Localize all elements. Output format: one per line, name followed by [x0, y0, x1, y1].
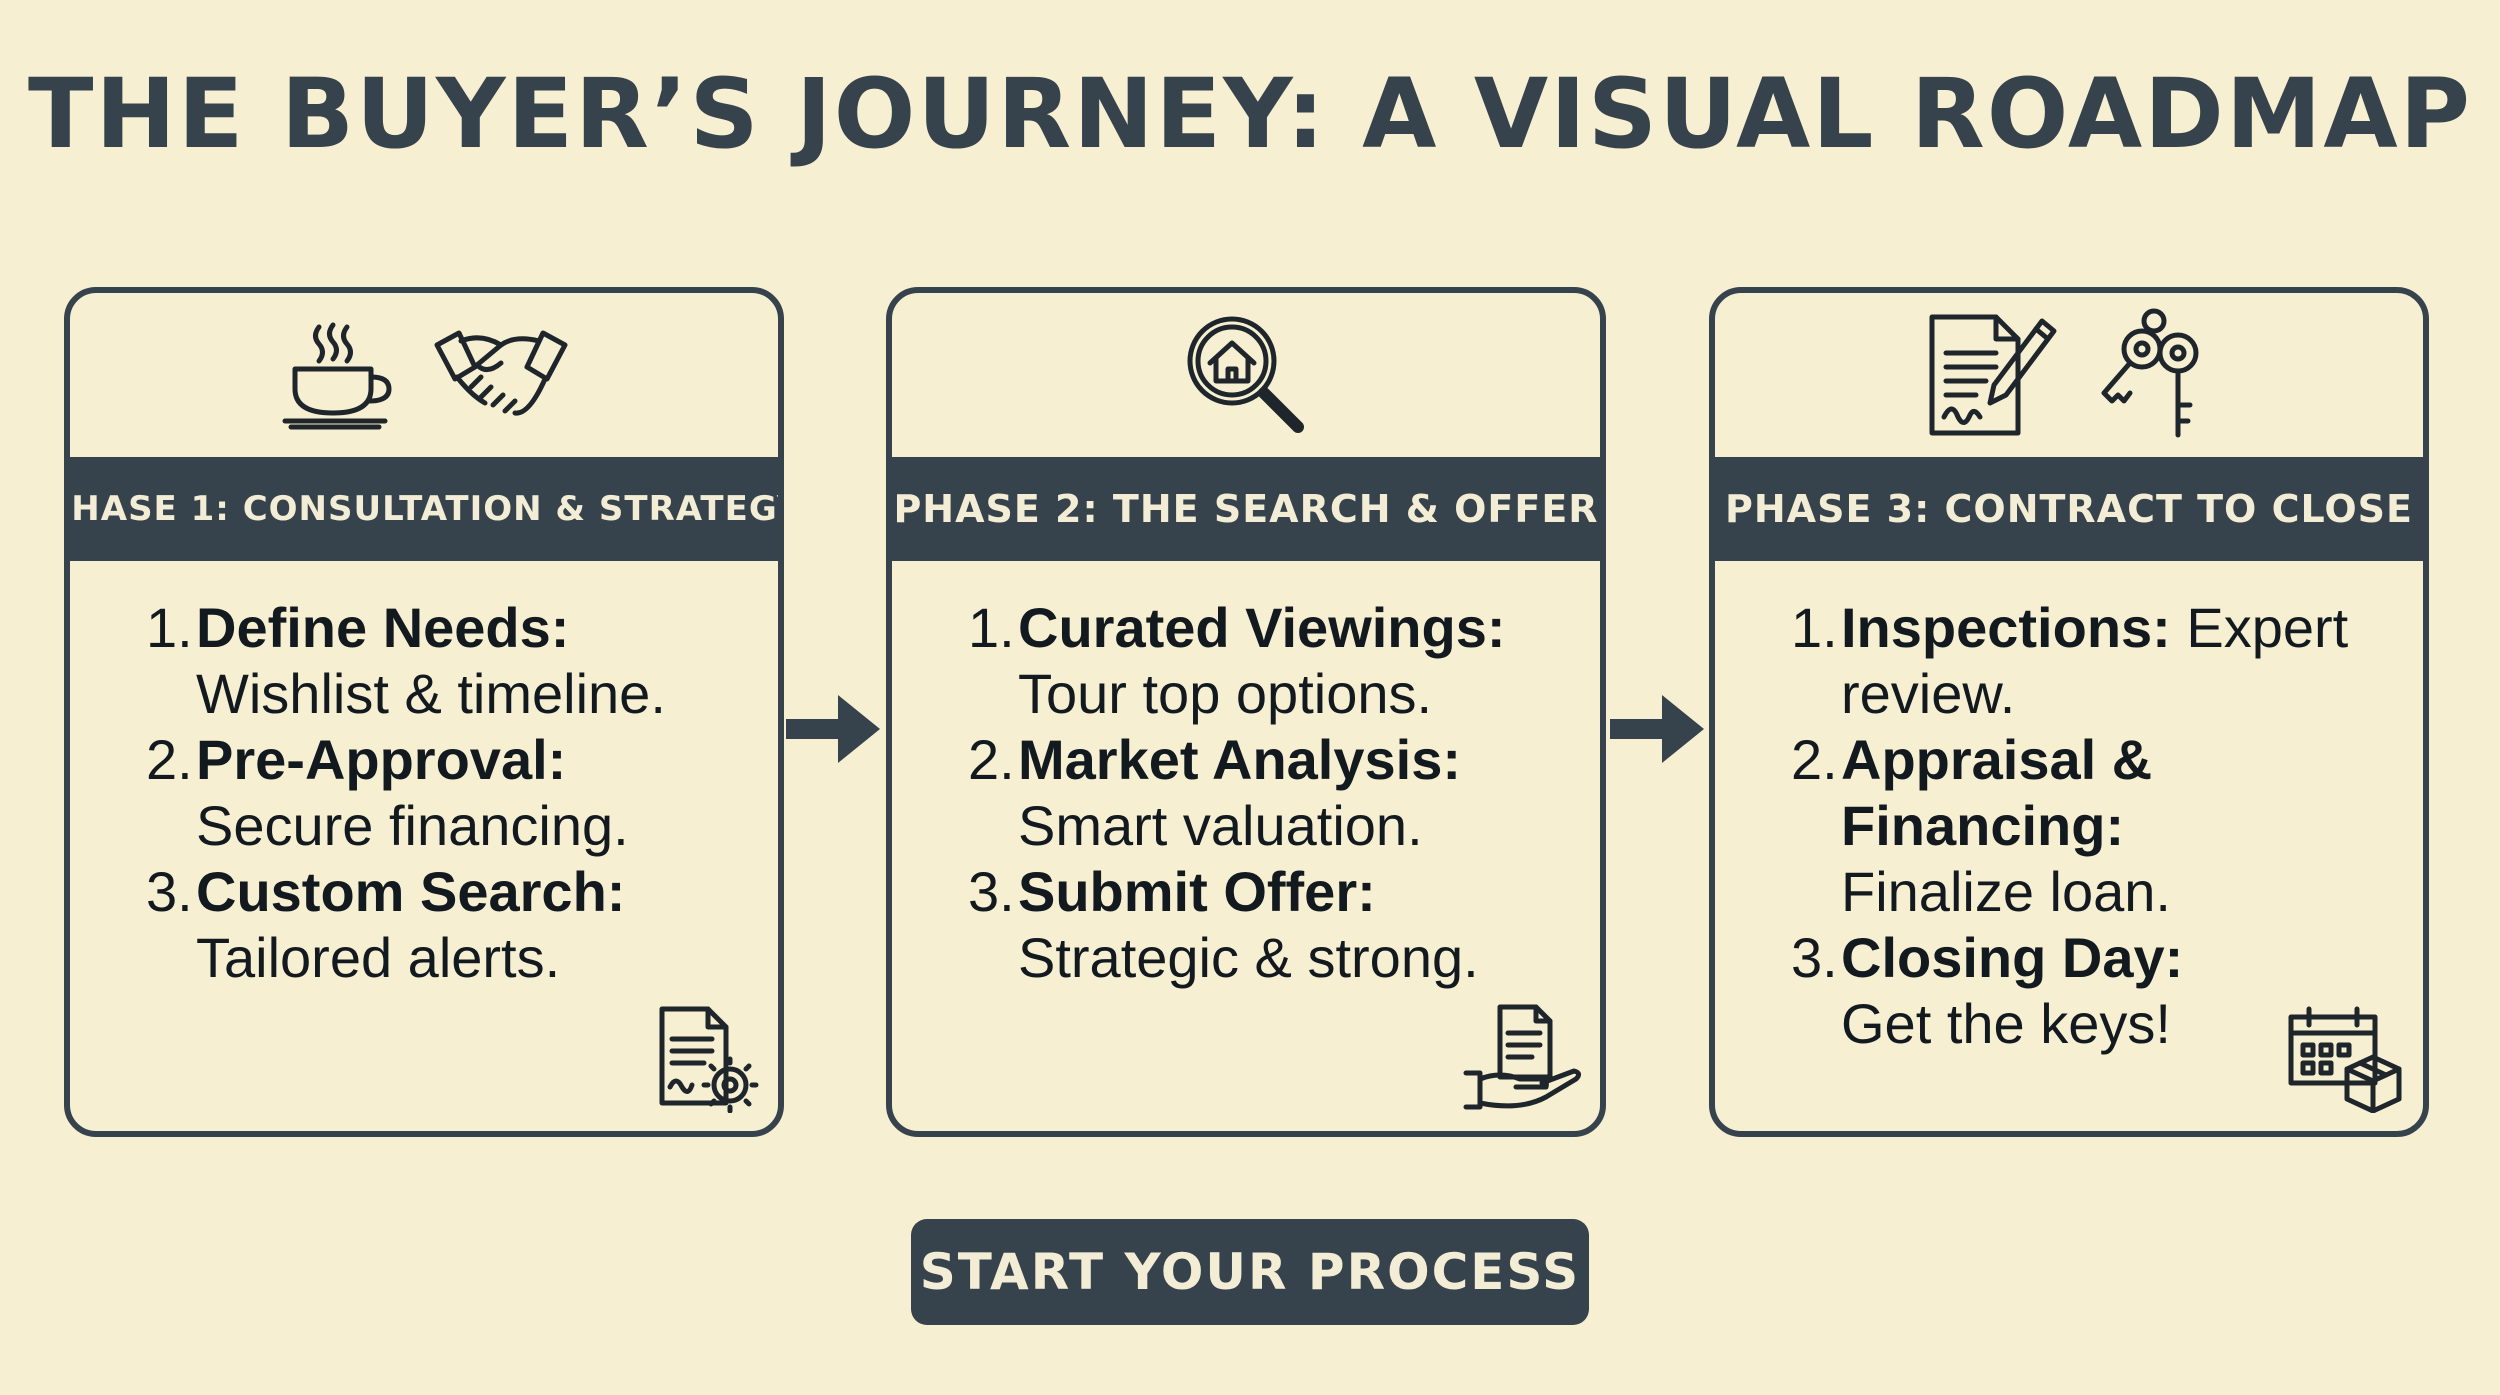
step-text: Custom Search:Tailored alerts. [196, 859, 766, 991]
step-text: Market Analysis:Smart valuation. [1018, 727, 1588, 859]
step-head: Market Analysis: [1018, 728, 1461, 791]
phase-card-3: PHASE 3: CONTRACT TO CLOSE 1. Inspection… [1709, 287, 2429, 1137]
step-text: Submit Offer:Strategic & strong. [1018, 859, 1588, 991]
step-head: Closing Day: [1841, 926, 2184, 989]
step-text: Curated Viewings:Tour top options. [1018, 595, 1588, 727]
step-head: Appraisal & Financing: [1841, 728, 2153, 857]
arrow-right-icon [1610, 695, 1704, 763]
step-number: 1. [1791, 596, 1838, 659]
step-number: 3. [1791, 926, 1838, 989]
step-item: 2. Appraisal & Financing:Finalize loan. [1791, 727, 2411, 925]
step-item: 3. Closing Day:Get the keys! [1791, 925, 2411, 1057]
step-text: Define Needs:Wishlist & timeline. [196, 595, 766, 727]
step-head: Curated Viewings: [1018, 596, 1506, 659]
step-desc: Wishlist & timeline. [196, 662, 666, 725]
phase-3-icons [1715, 293, 2423, 457]
start-process-button[interactable]: START YOUR PROCESS [911, 1219, 1589, 1325]
page-title: THE BUYER’S JOURNEY: A VISUAL ROADMAP [28, 58, 2472, 170]
step-desc: Strategic & strong. [1018, 926, 1479, 989]
arrow-right-icon [786, 695, 880, 763]
step-item: 2. Market Analysis:Smart valuation. [968, 727, 1588, 859]
house-search-icon [1187, 316, 1304, 433]
step-number: 3. [968, 860, 1015, 923]
contract-pen-icon [1929, 314, 2057, 436]
step-text: Appraisal & Financing:Finalize loan. [1841, 727, 2411, 925]
step-item: 3. Custom Search:Tailored alerts. [146, 859, 766, 991]
phase-1-steps: 1. Define Needs:Wishlist & timeline. 2. … [146, 595, 766, 991]
step-number: 1. [146, 596, 193, 659]
phase-card-2: PHASE 2: THE SEARCH & OFFER 1. Curated V… [886, 287, 1606, 1137]
calendar-box-icon [2288, 1006, 2402, 1113]
step-desc: Smart valuation. [1018, 794, 1423, 857]
handshake-icon [434, 330, 568, 416]
phase-2-icons [892, 293, 1600, 457]
step-text: Closing Day:Get the keys! [1841, 925, 2411, 1057]
step-number: 1. [968, 596, 1015, 659]
step-item: 1. Inspections: Expert review. [1791, 595, 2411, 727]
step-desc: Expert review. [1841, 596, 2349, 725]
step-desc: Get the keys! [1841, 992, 2171, 1055]
step-item: 3. Submit Offer:Strategic & strong. [968, 859, 1588, 991]
step-item: 2. Pre-Approval:Secure financing. [146, 727, 766, 859]
phase-1-icons [70, 293, 778, 457]
phase-3-steps: 1. Inspections: Expert review. 2. Apprai… [1791, 595, 2411, 1057]
step-desc: Tour top options. [1018, 662, 1433, 725]
step-text: Inspections: Expert review. [1841, 595, 2411, 727]
phase-card-1: PHASE 1: CONSULTATION & STRATEGY 1. Defi… [64, 287, 784, 1137]
step-head: Define Needs: [196, 596, 570, 659]
step-number: 2. [1791, 728, 1838, 791]
keys-icon [2101, 308, 2199, 438]
document-gear-icon [659, 1006, 759, 1113]
step-desc: Finalize loan. [1841, 860, 2171, 923]
step-number: 2. [968, 728, 1015, 791]
step-head: Inspections: [1841, 596, 2171, 659]
step-desc: Tailored alerts. [196, 926, 561, 989]
phase-1-label: PHASE 1: CONSULTATION & STRATEGY [70, 457, 778, 561]
step-head: Submit Offer: [1018, 860, 1376, 923]
phase-3-label: PHASE 3: CONTRACT TO CLOSE [1715, 457, 2423, 561]
step-head: Pre-Approval: [196, 728, 567, 791]
step-number: 2. [146, 728, 193, 791]
step-number: 3. [146, 860, 193, 923]
phase-2-label: PHASE 2: THE SEARCH & OFFER [892, 457, 1600, 561]
step-text: Pre-Approval:Secure financing. [196, 727, 766, 859]
phase-2-steps: 1. Curated Viewings:Tour top options. 2.… [968, 595, 1588, 991]
step-desc: Secure financing. [196, 794, 629, 857]
step-item: 1. Curated Viewings:Tour top options. [968, 595, 1588, 727]
coffee-cup-icon [282, 322, 392, 430]
step-item: 1. Define Needs:Wishlist & timeline. [146, 595, 766, 727]
hand-document-icon [1463, 1004, 1582, 1110]
step-head: Custom Search: [196, 860, 626, 923]
